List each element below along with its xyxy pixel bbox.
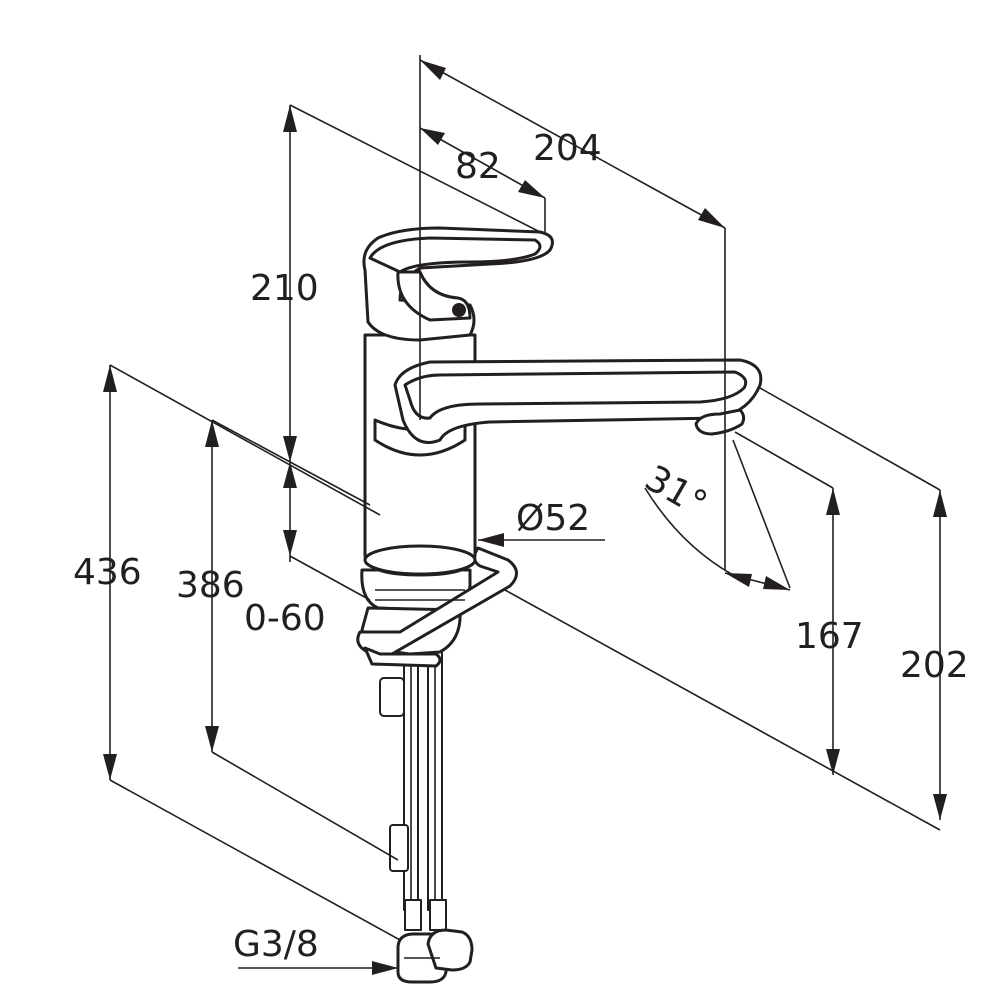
arrowheads <box>103 60 947 975</box>
lever-handle <box>362 226 554 342</box>
faucet-column <box>363 333 477 577</box>
mounting-bracket <box>356 546 518 668</box>
dimension-lines <box>109 55 941 969</box>
base-diameter-label: Ø52 <box>516 498 590 539</box>
connection-thread-label: G3/8 <box>233 924 319 965</box>
lever-offset-label: 82 <box>455 146 501 187</box>
body-height-label: 210 <box>250 268 319 309</box>
swing-angle-label: 31° <box>638 458 714 525</box>
outlet-height-spout-label: 202 <box>900 645 969 686</box>
faucet-illustration <box>356 226 763 984</box>
shank-length-label: 386 <box>176 565 245 606</box>
counter-thickness-label: 0-60 <box>244 598 326 639</box>
supply-hoses <box>379 639 474 984</box>
total-height-label: 436 <box>73 552 142 593</box>
dimension-labels: 204 82 210 436 386 0-60 Ø52 31° 167 202 … <box>73 128 969 965</box>
spout-reach-label: 204 <box>533 128 602 169</box>
spout <box>393 358 763 444</box>
outlet-height-nozzle-label: 167 <box>795 616 864 657</box>
